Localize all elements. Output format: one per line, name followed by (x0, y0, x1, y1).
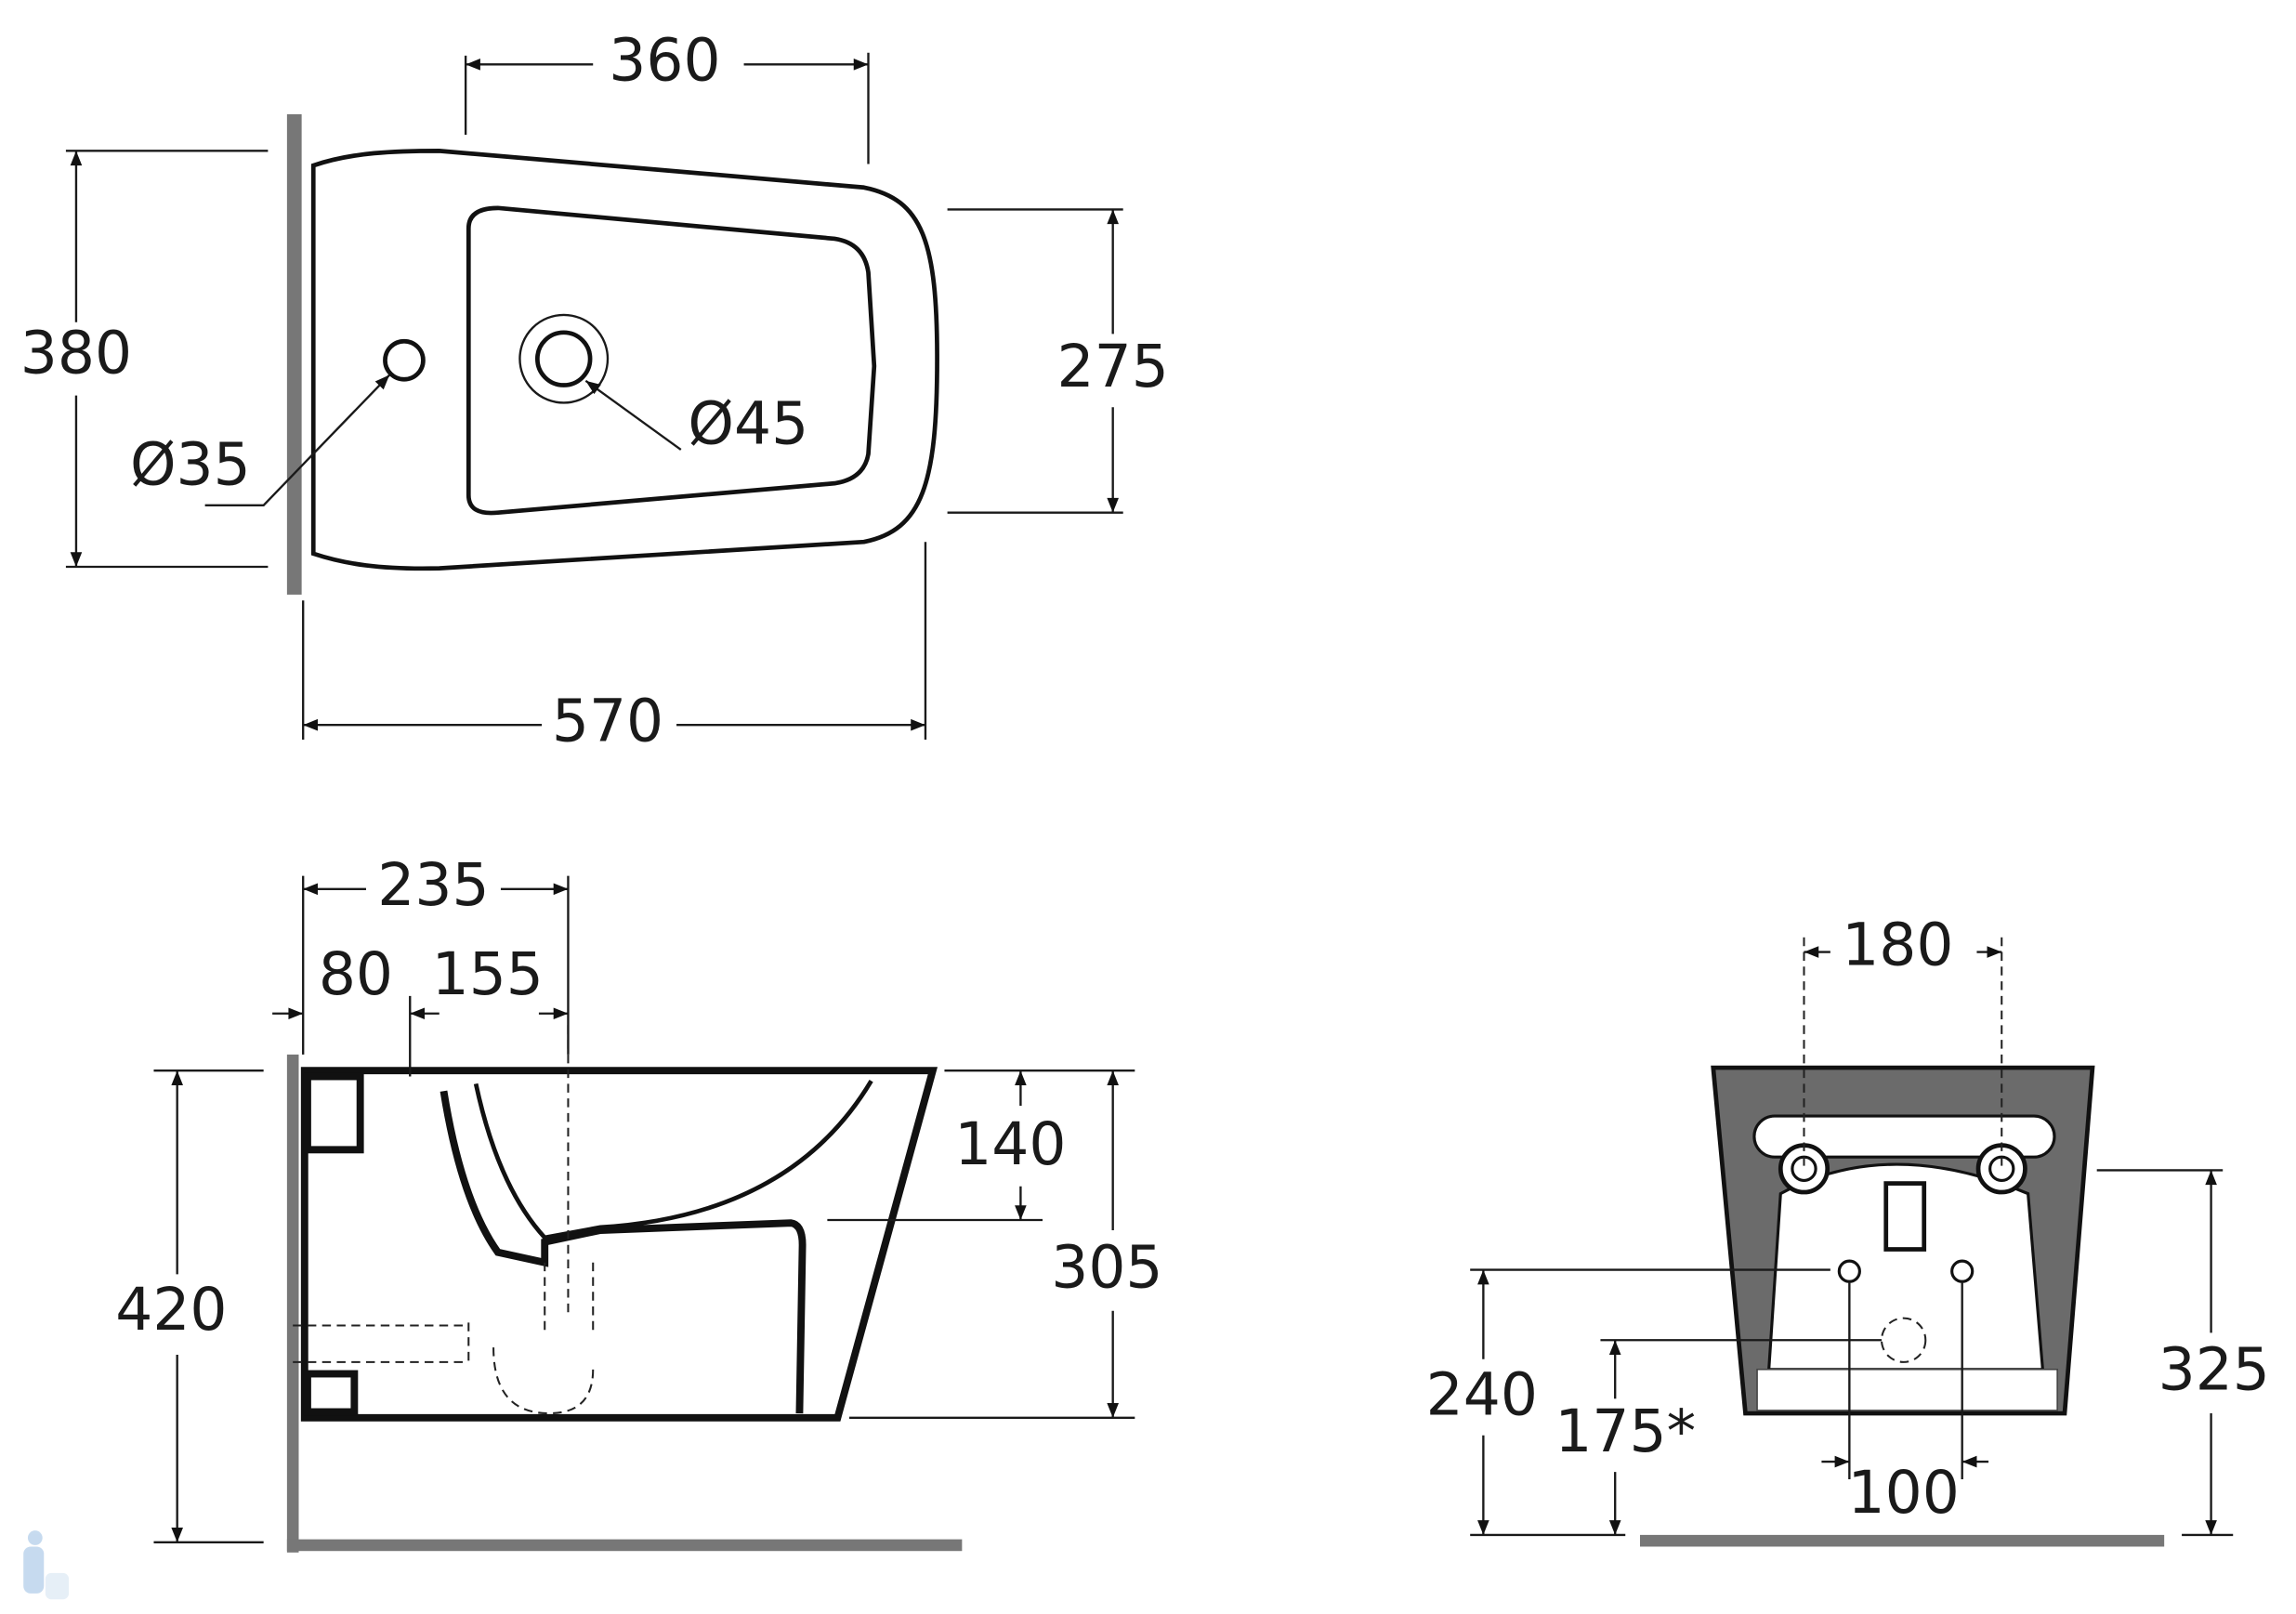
dim-275: 275 (1057, 332, 1169, 400)
tap-hole-diameter: Ø35 (130, 429, 251, 498)
wall (286, 1054, 299, 1553)
front-view: 180 325 240 175* 100 (1426, 910, 2270, 1547)
dim-80: 80 (319, 939, 393, 1008)
bowl-outline-top (466, 205, 877, 516)
dim-305: 305 (1051, 1232, 1162, 1301)
dim-175: 175* (1555, 1397, 1696, 1465)
side-view: 235 80 155 140 305 420 (115, 850, 1163, 1553)
dim-235: 235 (377, 850, 489, 919)
dim-360: 360 (609, 25, 720, 94)
dim-325: 325 (2158, 1335, 2270, 1404)
dim-100: 100 (1848, 1458, 1960, 1527)
tap-hole (383, 338, 426, 382)
drain-hole (534, 330, 593, 387)
wall (286, 113, 302, 595)
plumber-logo-watermark (23, 1530, 70, 1600)
dim-380: 380 (20, 319, 132, 387)
drain-ring (518, 313, 610, 404)
floor (286, 1539, 963, 1552)
dim-570: 570 (552, 686, 663, 755)
dim-180: 180 (1842, 910, 1953, 978)
dim-140: 140 (954, 1109, 1066, 1178)
dim-240: 240 (1426, 1359, 1538, 1428)
dim-420: 420 (115, 1275, 227, 1344)
drain-hole-diameter: Ø45 (688, 388, 808, 457)
top-view: 360 380 275 570 Ø35 Ø45 (20, 25, 1169, 755)
floor (1640, 1534, 2165, 1547)
dim-155: 155 (432, 939, 544, 1008)
bidet-outline-side (300, 1067, 938, 1422)
